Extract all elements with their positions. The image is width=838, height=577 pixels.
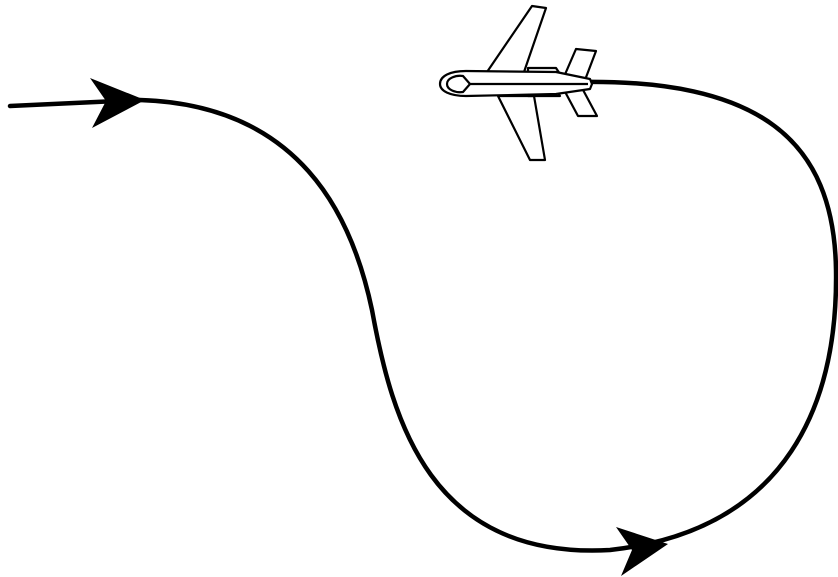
- flight-path-curve: [10, 82, 836, 551]
- exit-arrowhead-icon: [616, 527, 668, 576]
- airplane-icon: [440, 6, 597, 160]
- lower-wing: [498, 96, 545, 160]
- upper-wing: [487, 6, 546, 72]
